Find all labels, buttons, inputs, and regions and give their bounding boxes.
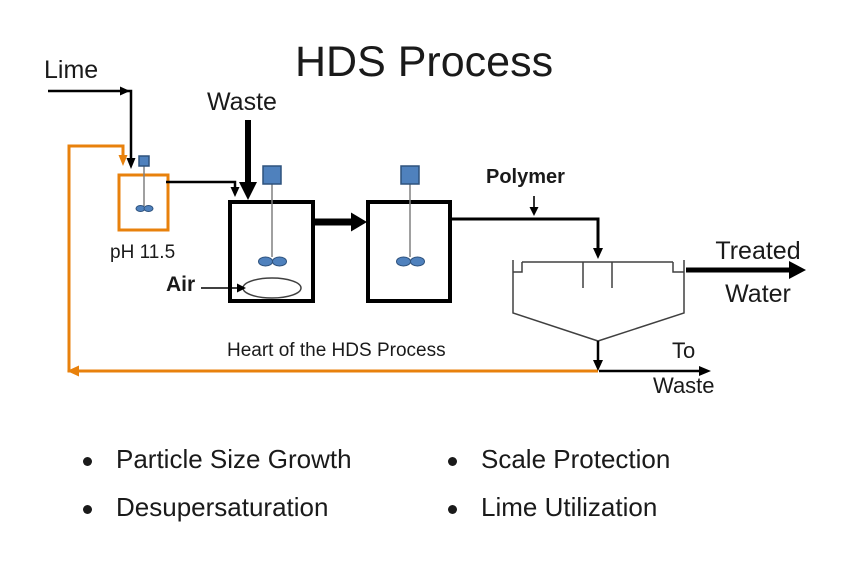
ph-label: pH 11.5 xyxy=(110,242,176,263)
treated-water-label: Treated Water xyxy=(693,230,823,316)
list-item: Desupersaturation xyxy=(83,492,328,523)
bullet-text: Particle Size Growth xyxy=(116,444,352,474)
waste-label: Waste xyxy=(207,88,277,116)
waste-out-label: Waste xyxy=(653,373,715,398)
to-waste-pipe xyxy=(599,366,711,376)
air-label: Air xyxy=(166,273,196,296)
recycle-pipe xyxy=(67,144,598,377)
impeller-icon xyxy=(135,205,154,212)
clarifier-feed-pipe xyxy=(450,217,603,259)
bullet-text: Desupersaturation xyxy=(116,492,329,522)
bullet-icon xyxy=(448,505,457,514)
treated-water-pipe xyxy=(686,261,806,279)
list-item: Particle Size Growth xyxy=(83,444,352,475)
list-item: Lime Utilization xyxy=(448,492,657,523)
page-title: HDS Process xyxy=(295,38,554,86)
reactor-2 xyxy=(366,200,452,303)
waste-feed-pipe xyxy=(239,120,257,200)
polymer-arrow xyxy=(529,196,539,216)
to-label: To xyxy=(672,338,696,363)
lime-pipe xyxy=(48,86,136,169)
lime-label: Lime xyxy=(44,56,99,84)
bullet-icon xyxy=(83,505,92,514)
polymer-label: Polymer xyxy=(486,166,565,188)
impeller-icon xyxy=(258,256,287,267)
mixer-motor-icon xyxy=(262,165,282,185)
air-sparger-icon xyxy=(242,277,302,299)
bullet-icon xyxy=(448,457,457,466)
treated-water-line2: Water xyxy=(725,280,791,308)
treated-water-line1: Treated xyxy=(715,237,801,265)
reactor-transfer-pipe xyxy=(315,212,367,232)
clarifier xyxy=(512,260,685,342)
mixer-motor-icon xyxy=(138,155,150,167)
bullet-icon xyxy=(83,457,92,466)
bullet-text: Lime Utilization xyxy=(481,492,658,522)
impeller-icon xyxy=(396,256,425,267)
tank-outlet-pipe xyxy=(166,180,240,197)
underflow-pipe xyxy=(593,341,603,371)
bullet-text: Scale Protection xyxy=(481,444,671,474)
mixer-motor-icon xyxy=(400,165,420,185)
heart-label: Heart of the HDS Process xyxy=(227,340,446,361)
air-arrow xyxy=(201,283,246,293)
list-item: Scale Protection xyxy=(448,444,670,475)
